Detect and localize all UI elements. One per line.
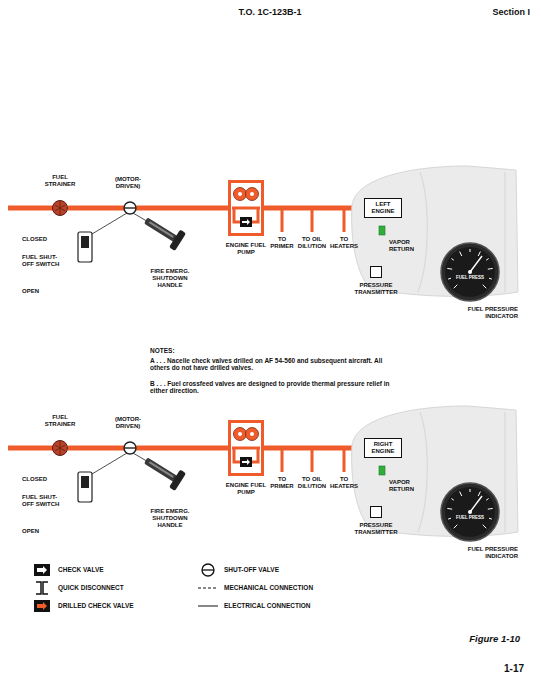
square-node: PRESSURE TRANSMITTER <box>370 506 382 518</box>
part-label: CLOSED <box>22 236 66 243</box>
pump-node: ENGINE FUEL PUMP <box>228 420 264 476</box>
header-label: Section I <box>440 7 530 17</box>
component-label: PRESSURE TRANSMITTER <box>348 282 404 296</box>
engine-label: LEFT ENGINE <box>368 201 398 215</box>
part-label: (MOTOR- DRIVEN) <box>110 176 146 190</box>
fuel-line <box>68 446 228 451</box>
component-label: FUEL STRAINER <box>38 174 82 188</box>
gauge-node: FUEL PRESSURE INDICATORFUEL PRESS <box>440 242 500 302</box>
gauge-face-text: FUEL PRESS <box>450 275 490 280</box>
legend-text: CHECK VALVE <box>58 566 208 573</box>
fuel-line <box>68 206 228 211</box>
component-label: FUEL PRESSURE INDICATOR <box>462 306 518 320</box>
gauge-shape <box>440 242 500 302</box>
legend-text: ELECTRICAL CONNECTION <box>224 602 374 609</box>
gauge-shape <box>440 482 500 542</box>
figure-caption: Figure 1-10 <box>410 634 520 645</box>
component-label: ENGINE FUEL PUMP <box>218 242 274 256</box>
legend-text: SHUT-OFF VALVE <box>224 566 374 573</box>
pump-shape <box>228 180 264 236</box>
legend-text: MECHANICAL CONNECTION <box>224 584 374 591</box>
component-label: ENGINE FUEL PUMP <box>218 482 274 496</box>
engine-label: RIGHT ENGINE <box>368 441 398 455</box>
part-label: OPEN <box>22 288 66 295</box>
part-label: VAPOR RETURN <box>389 479 423 493</box>
part-label: FUEL SHUT-OFF SWITCH <box>22 494 66 508</box>
part-label: TO HEATERS <box>328 476 360 490</box>
gauge-node: FUEL PRESSURE INDICATORFUEL PRESS <box>440 482 500 542</box>
header-label: T.O. 1C-123B-1 <box>190 7 350 17</box>
part-label: FUEL SHUT-OFF SWITCH <box>22 254 66 268</box>
pump-shape <box>228 420 264 476</box>
fuel-line <box>264 446 364 451</box>
part-label: B . . . Fuel crossfeed valves are design… <box>150 380 390 395</box>
part-label: FIRE EMERG. SHUTDOWN HANDLE <box>140 268 200 289</box>
strainer-node: FUEL STRAINER <box>52 440 68 456</box>
part-label: TO PRIMER <box>266 236 298 250</box>
header-label: 1-17 <box>460 663 524 675</box>
square-shape <box>370 266 382 278</box>
part-label: A . . . Nacelle check valves drilled on … <box>150 357 390 372</box>
strainer-shape <box>52 200 68 216</box>
strainer-shape <box>52 440 68 456</box>
part-label: VAPOR RETURN <box>389 239 423 253</box>
part-label: TO OIL DILUTION <box>296 236 328 250</box>
fuel-line <box>264 206 364 211</box>
pump-node: ENGINE FUEL PUMP <box>228 180 264 236</box>
legend-symbols <box>34 564 218 612</box>
part-label: TO PRIMER <box>266 476 298 490</box>
part-label: FIRE EMERG. SHUTDOWN HANDLE <box>140 508 200 529</box>
part-label: TO HEATERS <box>328 236 360 250</box>
gauge-face-text: FUEL PRESS <box>450 515 490 520</box>
square-shape <box>370 506 382 518</box>
part-label: TO OIL DILUTION <box>296 476 328 490</box>
legend-text: DRILLED CHECK VALVE <box>58 602 208 609</box>
component-label: FUEL STRAINER <box>38 414 82 428</box>
engine-box: LEFT ENGINE <box>364 198 402 218</box>
part-label: NOTES: <box>150 347 390 354</box>
component-label: FUEL PRESSURE INDICATOR <box>462 546 518 560</box>
square-node: PRESSURE TRANSMITTER <box>370 266 382 278</box>
legend-text: QUICK DISCONNECT <box>58 584 208 591</box>
part-label: (MOTOR- DRIVEN) <box>110 416 146 430</box>
part-label: CLOSED <box>22 476 66 483</box>
part-label: OPEN <box>22 528 66 535</box>
engine-box: RIGHT ENGINE <box>364 438 402 458</box>
component-label: PRESSURE TRANSMITTER <box>348 522 404 536</box>
strainer-node: FUEL STRAINER <box>52 200 68 216</box>
